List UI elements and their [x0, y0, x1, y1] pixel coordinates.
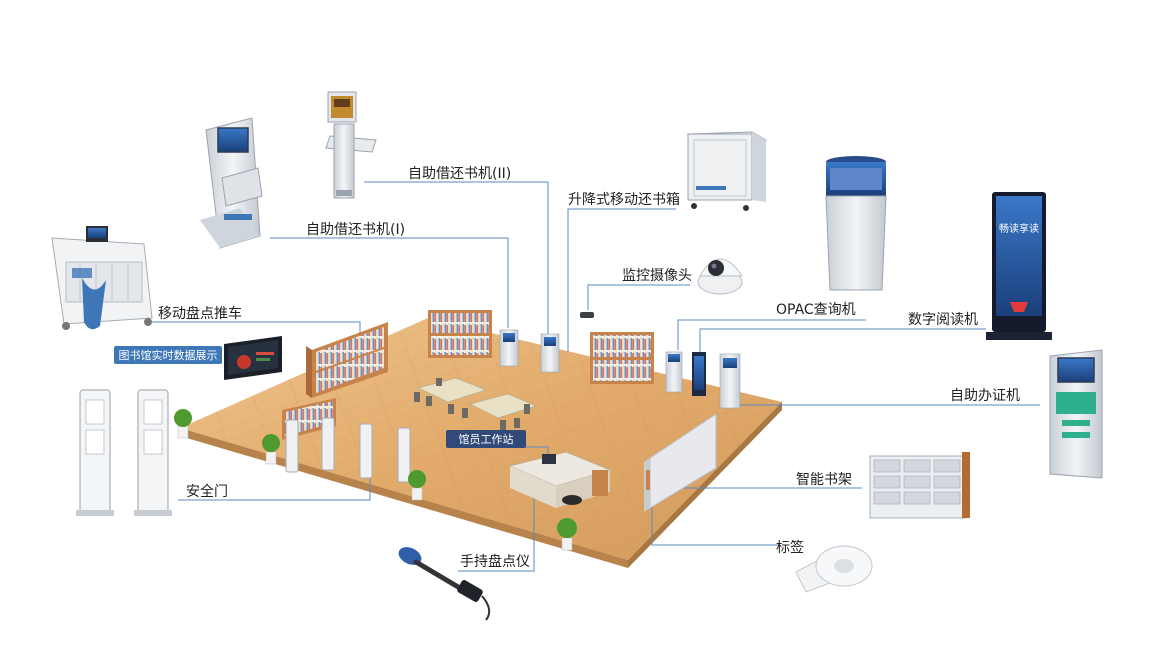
label-lift-return-box: 升降式移动还书箱 [568, 192, 680, 208]
floor-security-gates [285, 417, 411, 483]
floor-bookshelf-center [428, 310, 492, 358]
diagram-labels: 自助借还书机(II) 自助借还书机(I) 升降式移动还书箱 监控摄像头 OPAC… [158, 166, 1020, 570]
floor-kiosk-opac [665, 351, 683, 393]
label-librarian-station-box: 馆员工作站 [446, 430, 526, 448]
label-data-display-box: 图书馆实时数据展示 [114, 346, 222, 364]
floor-kiosk-digital [692, 352, 706, 396]
label-digital-reading: 数字阅读机 [908, 311, 978, 328]
label-tag: 标签 [776, 539, 804, 556]
small-camera-icon [580, 312, 594, 318]
inventory-cart-device [51, 226, 153, 330]
floor-kiosk-card [719, 353, 741, 409]
opac-device [825, 156, 887, 291]
label-handheld-reader: 手持盘点仪 [460, 553, 530, 570]
floor-librarian-desk [508, 451, 612, 508]
floor-kiosk-checkout-1 [499, 329, 519, 367]
label-security-gate: 安全门 [186, 483, 228, 500]
floor-partition-wall [644, 413, 717, 512]
floor-bookshelf-left [306, 322, 388, 398]
label-data-display: 图书馆实时数据展示 [119, 348, 218, 362]
potted-plants [174, 409, 577, 551]
digital-reading-screen-text: 畅读享读 [999, 222, 1039, 235]
label-self-checkout-2: 自助借还书机(II) [408, 166, 511, 182]
floor-kiosk-checkout-2 [540, 333, 560, 373]
self-checkout-1-device [200, 117, 263, 249]
rfid-tag-roll-device [795, 545, 873, 593]
lift-return-box-device [686, 131, 768, 211]
label-smart-shelf: 智能书架 [796, 472, 852, 488]
smart-shelf-device [869, 452, 970, 519]
floor-bookshelf-right [590, 332, 654, 384]
handheld-reader-device [398, 547, 491, 621]
card-issuer-device [1049, 349, 1103, 479]
label-opac: OPAC查询机 [776, 302, 856, 318]
reading-tables [414, 377, 538, 430]
data-display-device [224, 336, 282, 380]
security-camera-device [697, 258, 743, 295]
self-checkout-2-device [325, 91, 377, 199]
label-self-checkout-1: 自助借还书机(I) [306, 222, 405, 238]
label-inventory-cart: 移动盘点推车 [158, 305, 242, 322]
label-camera: 监控摄像头 [622, 268, 692, 284]
label-card-issuer: 自助办证机 [950, 388, 1020, 404]
label-librarian-station: 馆员工作站 [459, 432, 514, 446]
digital-reading-device: 畅读享读 [986, 192, 1052, 340]
security-gate-device [76, 389, 172, 516]
